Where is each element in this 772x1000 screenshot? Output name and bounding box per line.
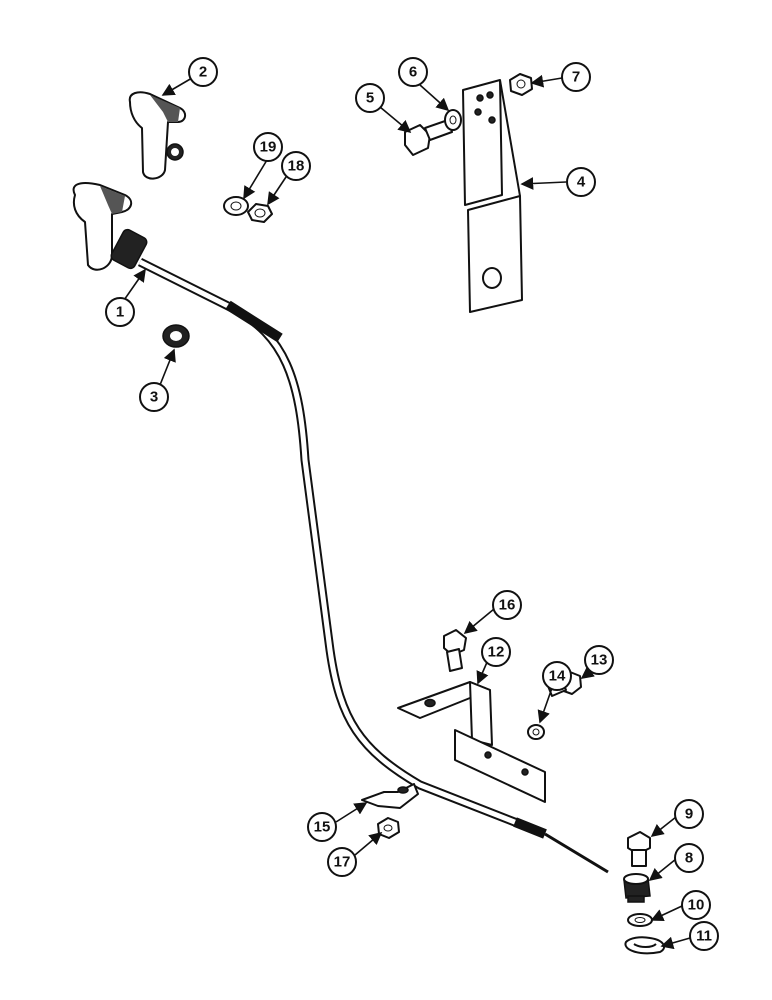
- nut-part-7: [509, 73, 533, 96]
- bolt-part-5: [404, 119, 453, 156]
- callout-10: 10: [681, 890, 711, 920]
- callout-label: 4: [577, 174, 586, 191]
- callout-18: 18: [281, 151, 311, 181]
- callout-label: 12: [488, 644, 505, 661]
- clamp-part-15: [361, 783, 419, 809]
- callout-16: 16: [492, 590, 522, 620]
- bracket-part-4: [462, 79, 523, 313]
- callout-label: 2: [199, 64, 207, 81]
- callout-6: 6: [398, 57, 428, 87]
- callout-11: 11: [689, 921, 719, 951]
- cable-ferrule: [110, 228, 148, 270]
- callout-4: 4: [566, 167, 596, 197]
- callout-5: 5: [355, 83, 385, 113]
- washer-part-6: [444, 109, 462, 131]
- cable-assembly: [72, 182, 609, 874]
- cable-inner-wire: [544, 832, 609, 874]
- callout-13: 13: [584, 645, 614, 675]
- callout-2: 2: [188, 57, 218, 87]
- callout-label: 7: [572, 69, 580, 86]
- callout-9: 9: [674, 799, 704, 829]
- callout-label: 18: [288, 158, 305, 175]
- callout-label: 5: [366, 90, 374, 107]
- cable-end-sleeve: [513, 817, 547, 839]
- leader-lines: [121, 74, 691, 950]
- knob-part: [128, 91, 186, 180]
- cable-sleeve: [225, 300, 283, 343]
- washer-part-14: [527, 724, 545, 740]
- callout-14: 14: [542, 661, 572, 691]
- callout-1: 1: [105, 297, 135, 327]
- callout-label: 16: [499, 597, 516, 614]
- callout-12: 12: [481, 637, 511, 667]
- bracket-part-12: [397, 681, 546, 803]
- nut-part-17: [377, 817, 400, 839]
- callout-8: 8: [674, 843, 704, 873]
- callout-label: 17: [334, 854, 351, 871]
- callout-19: 19: [253, 132, 283, 162]
- callout-label: 6: [409, 64, 417, 81]
- cable-handle-shade: [100, 186, 125, 214]
- bolt-part-16: [443, 629, 467, 672]
- callout-17: 17: [327, 847, 357, 877]
- callout-label: 10: [688, 897, 705, 914]
- clip-part-11: [624, 936, 666, 955]
- callout-label: 3: [150, 389, 158, 406]
- washer-nut-pair: [223, 196, 273, 223]
- callout-label: 15: [314, 819, 331, 836]
- callout-label: 14: [549, 668, 566, 685]
- callout-label: 19: [260, 139, 277, 156]
- callout-15: 15: [307, 812, 337, 842]
- callout-label: 8: [685, 850, 693, 867]
- callout-3: 3: [139, 382, 169, 412]
- callout-label: 11: [696, 928, 712, 945]
- swivel-part-8: [623, 873, 651, 903]
- callout-label: 13: [591, 652, 608, 669]
- callout-7: 7: [561, 62, 591, 92]
- nut-part-3: [162, 324, 190, 348]
- washer-part-10: [627, 913, 653, 927]
- bolt-part-9: [627, 831, 651, 867]
- callout-label: 1: [116, 304, 124, 321]
- callout-label: 9: [685, 806, 693, 823]
